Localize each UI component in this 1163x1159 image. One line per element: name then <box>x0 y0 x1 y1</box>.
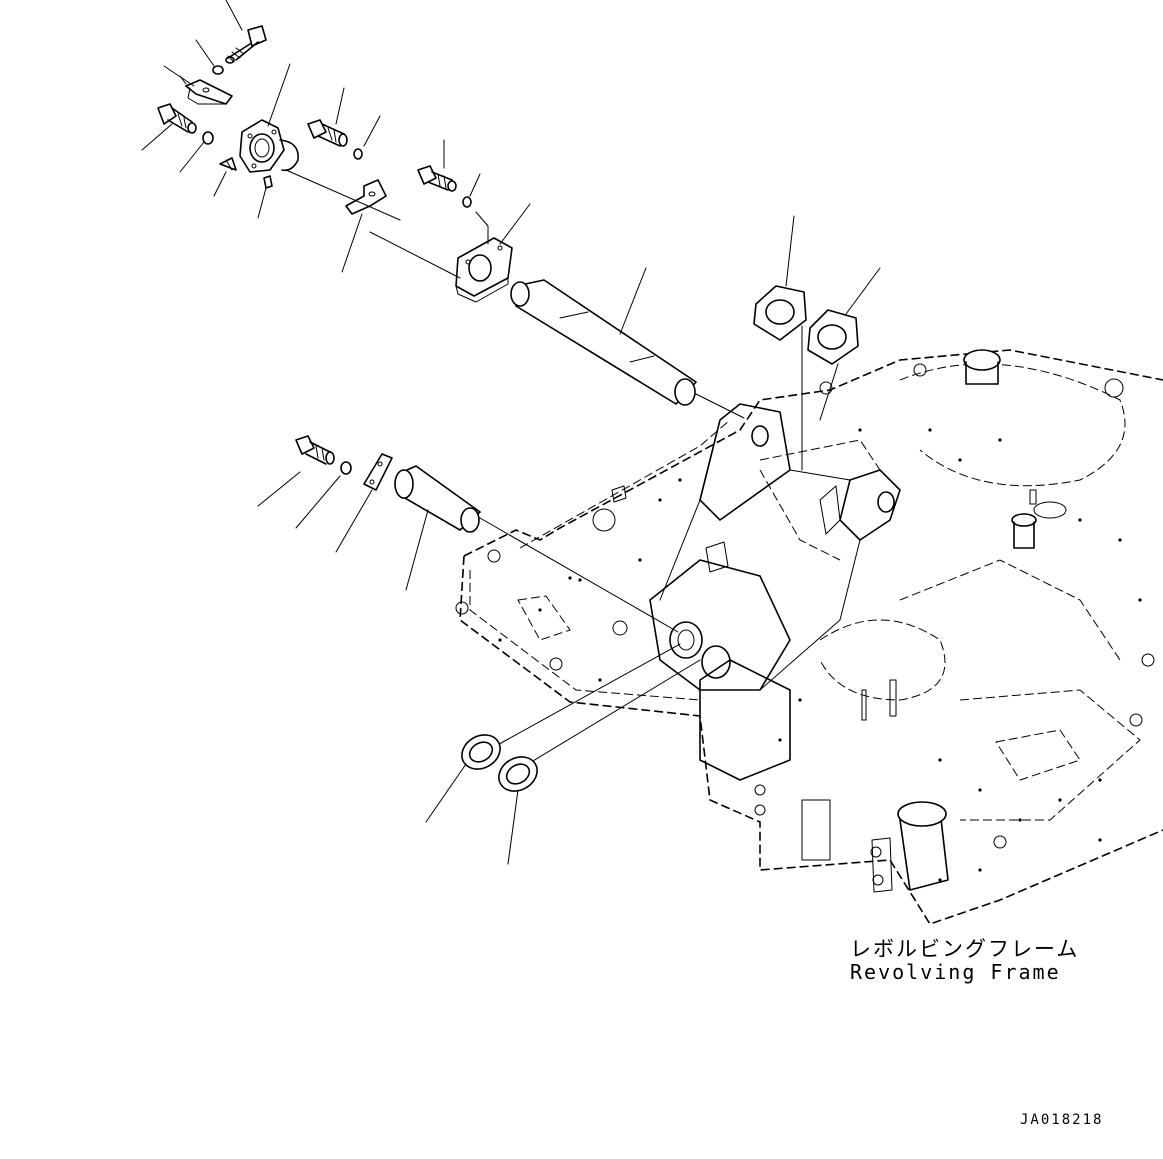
guide-line-plate <box>475 211 489 245</box>
retainer-plate <box>455 237 513 303</box>
shim-left <box>753 285 807 341</box>
shim-ring-1 <box>461 734 501 770</box>
washer-left <box>202 131 214 145</box>
bracket <box>345 179 387 215</box>
boom-bracket <box>649 403 901 781</box>
cylinder-mount-front <box>871 801 949 893</box>
boom-pin-hole-upper <box>751 425 769 447</box>
drawing-id: JA018218 <box>1020 1112 1104 1128</box>
washer-lower <box>340 461 352 475</box>
lock-plate-lower <box>363 453 393 491</box>
pin-long <box>510 279 697 406</box>
bolt-top <box>225 25 267 64</box>
frame-details <box>455 363 1155 886</box>
frame-label-jp: レボルビングフレーム <box>850 937 1080 961</box>
frame-bolt-holes <box>498 428 1142 882</box>
revolving-frame <box>455 349 1163 925</box>
washer-right <box>462 196 472 208</box>
cylinder-mount-rear <box>963 349 1001 385</box>
guide-line-upper <box>285 169 839 471</box>
cover-flange <box>239 119 299 173</box>
shim-right <box>807 309 859 365</box>
frame-label-en: Revolving Frame <box>850 960 1061 984</box>
boom-pin-hole-lower <box>669 621 703 659</box>
guide-line-lower <box>473 517 701 771</box>
bolt-right <box>417 165 457 192</box>
lock-plate <box>185 79 233 105</box>
leader-lines <box>141 0 881 865</box>
shim-ring-2 <box>498 756 538 792</box>
small-pin <box>263 175 273 189</box>
pin-short <box>394 465 481 533</box>
washer-middle <box>353 148 363 160</box>
washer-small-top <box>212 65 224 75</box>
grease-fitting <box>219 157 237 171</box>
lower-pin-assembly <box>295 435 701 792</box>
upper-pin-assembly <box>157 25 859 471</box>
bolt-left <box>157 103 197 134</box>
bolt-lower <box>295 435 335 465</box>
bolt-middle <box>307 119 348 147</box>
post-center <box>1011 501 1067 549</box>
